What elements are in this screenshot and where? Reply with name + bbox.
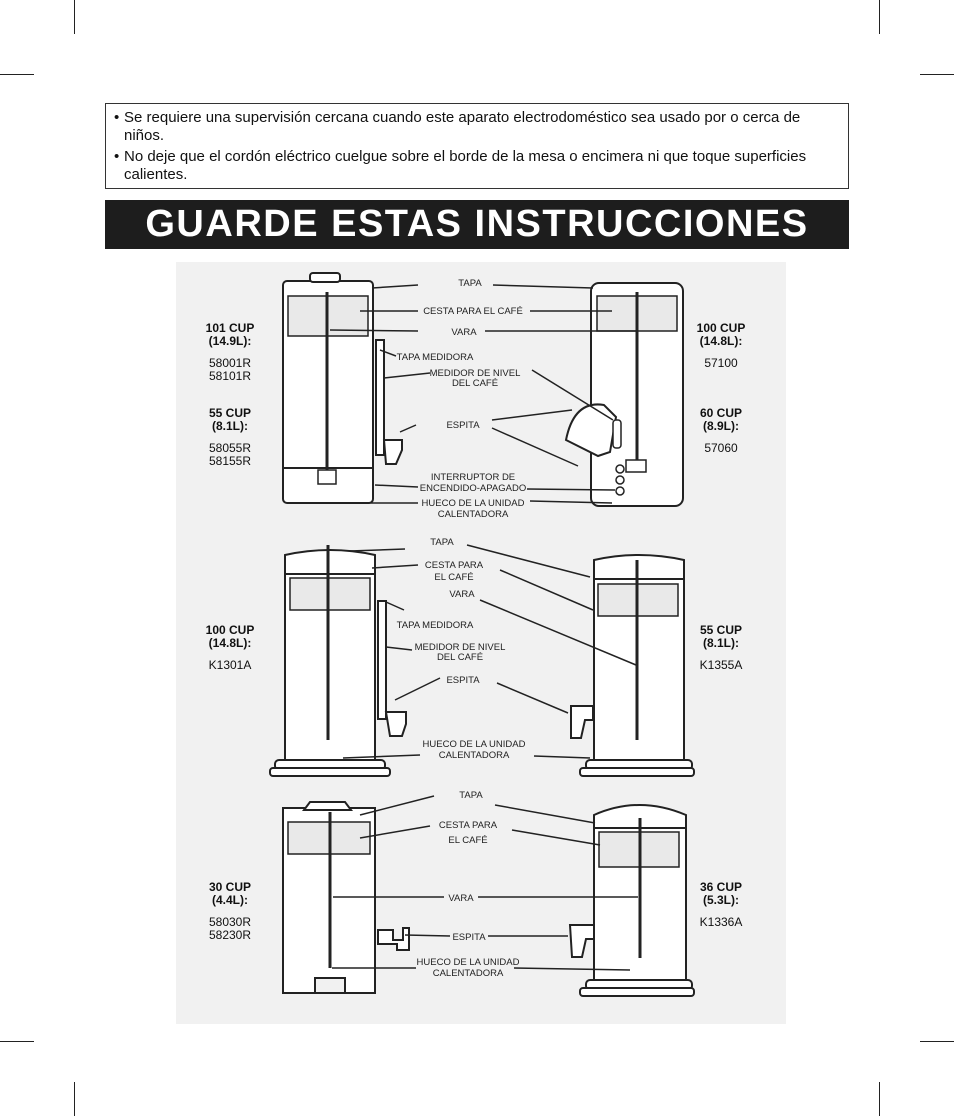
label-heater-well: HUECO DE LA UNIDAD: [423, 739, 526, 750]
model-numbers: K1336A: [699, 915, 743, 929]
label-lid: TAPA: [459, 790, 483, 801]
part-labels: TAPA CESTA PARA EL CAFÉ VARA TAPA MEDIDO…: [397, 278, 527, 979]
liters: (14.8L):: [208, 636, 252, 650]
capacity: 36 CUP: [699, 880, 743, 894]
bullet-dot: •: [114, 109, 120, 126]
model-numbers: 57100: [704, 356, 738, 370]
label-stem: VARA: [451, 327, 477, 338]
crop-mark: [0, 74, 34, 75]
liters: (8.1L):: [212, 419, 248, 433]
model-label: 55 CUP (8.1L): K1355A: [686, 624, 756, 672]
liters: (8.9L):: [703, 419, 739, 433]
liters: (5.3L):: [703, 893, 739, 907]
warning-item: • No deje que el cordón eléctrico cuelgu…: [114, 148, 838, 184]
urn-30-cup: [282, 801, 410, 994]
warning-text: Se requiere una supervisión cercana cuan…: [124, 109, 801, 144]
capacity: 55 CUP: [208, 406, 252, 420]
label-basket: CESTA PARA EL CAFÉ: [423, 306, 523, 317]
label-heater-well-2: CALENTADORA: [438, 509, 509, 520]
capacity: 55 CUP: [699, 623, 743, 637]
model-numbers: K1301A: [208, 658, 252, 672]
urn-101-cup: [282, 272, 403, 504]
model-numbers: 57060: [704, 441, 738, 455]
label-basket: CESTA PARA: [425, 560, 484, 571]
label-switch: INTERRUPTOR DE: [431, 472, 515, 483]
model-numbers: 58001R 58101R: [208, 356, 252, 383]
label-level-gauge: MEDIDOR DE NIVEL: [430, 368, 521, 379]
save-instructions-banner: GUARDE ESTAS INSTRUCCIONES: [105, 200, 849, 249]
model-label: 55 CUP (8.1L): 58055R 58155R: [195, 407, 265, 468]
crop-mark: [879, 1082, 880, 1116]
capacity: 30 CUP: [208, 880, 252, 894]
crop-mark: [920, 1041, 954, 1042]
model-numbers: K1355A: [699, 658, 743, 672]
label-lid: TAPA: [430, 537, 454, 548]
model-label: 30 CUP (4.4L): 58030R 58230R: [195, 881, 265, 942]
liters: (14.8L):: [699, 334, 743, 348]
model-label: 60 CUP (8.9L): 57060: [686, 407, 756, 455]
warnings-box: • Se requiere una supervisión cercana cu…: [105, 103, 849, 189]
urn-k1301a: [269, 545, 407, 777]
label-level-gauge-2: DEL CAFÉ: [452, 378, 498, 389]
capacity: 100 CUP: [205, 623, 255, 637]
label-basket: CESTA PARA: [439, 820, 498, 831]
label-measuring-cap: TAPA MEDIDORA: [397, 620, 474, 631]
model-label: 36 CUP (5.3L): K1336A: [686, 881, 756, 929]
liters: (14.9L):: [208, 334, 252, 348]
capacity: 100 CUP: [696, 321, 746, 335]
model-numbers: 58030R 58230R: [208, 915, 252, 942]
label-heater-well-2: CALENTADORA: [433, 968, 504, 979]
capacity: 60 CUP: [699, 406, 743, 420]
crop-mark: [74, 0, 75, 34]
crop-mark: [0, 1041, 34, 1042]
label-spout: ESPITA: [452, 932, 486, 943]
label-level-gauge: MEDIDOR DE NIVEL: [415, 642, 506, 653]
label-switch-2: ENCENDIDO-APAGADO: [420, 483, 526, 494]
leader-lines: [329, 284, 638, 971]
label-spout: ESPITA: [446, 675, 480, 686]
label-stem: VARA: [448, 893, 474, 904]
bullet-dot: •: [114, 148, 120, 165]
label-lid: TAPA: [458, 278, 482, 289]
liters: (4.4L):: [212, 893, 248, 907]
model-numbers: 58055R 58155R: [208, 441, 252, 468]
model-label: 101 CUP (14.9L): 58001R 58101R: [195, 322, 265, 383]
capacity: 101 CUP: [205, 321, 255, 335]
model-label: 100 CUP (14.8L): K1301A: [195, 624, 265, 672]
warning-item: • Se requiere una supervisión cercana cu…: [114, 109, 838, 145]
urn-k1355a: [570, 554, 695, 777]
label-spout: ESPITA: [446, 420, 480, 431]
warning-text: No deje que el cordón eléctrico cuelgue …: [124, 148, 807, 183]
label-heater-well: HUECO DE LA UNIDAD: [417, 957, 520, 968]
label-basket-2: EL CAFÉ: [434, 572, 473, 583]
crop-mark: [74, 1082, 75, 1116]
model-label: 100 CUP (14.8L): 57100: [686, 322, 756, 370]
label-stem: VARA: [449, 589, 475, 600]
crop-mark: [879, 0, 880, 34]
label-level-gauge-2: DEL CAFÉ: [437, 652, 483, 663]
liters: (8.1L):: [703, 636, 739, 650]
crop-mark: [920, 74, 954, 75]
label-measuring-cap: TAPA MEDIDORA: [397, 352, 474, 363]
label-heater-well-2: CALENTADORA: [439, 750, 510, 761]
urn-k1336a: [568, 804, 695, 997]
label-basket-2: EL CAFÉ: [448, 835, 487, 846]
label-heater-well: HUECO DE LA UNIDAD: [422, 498, 525, 509]
